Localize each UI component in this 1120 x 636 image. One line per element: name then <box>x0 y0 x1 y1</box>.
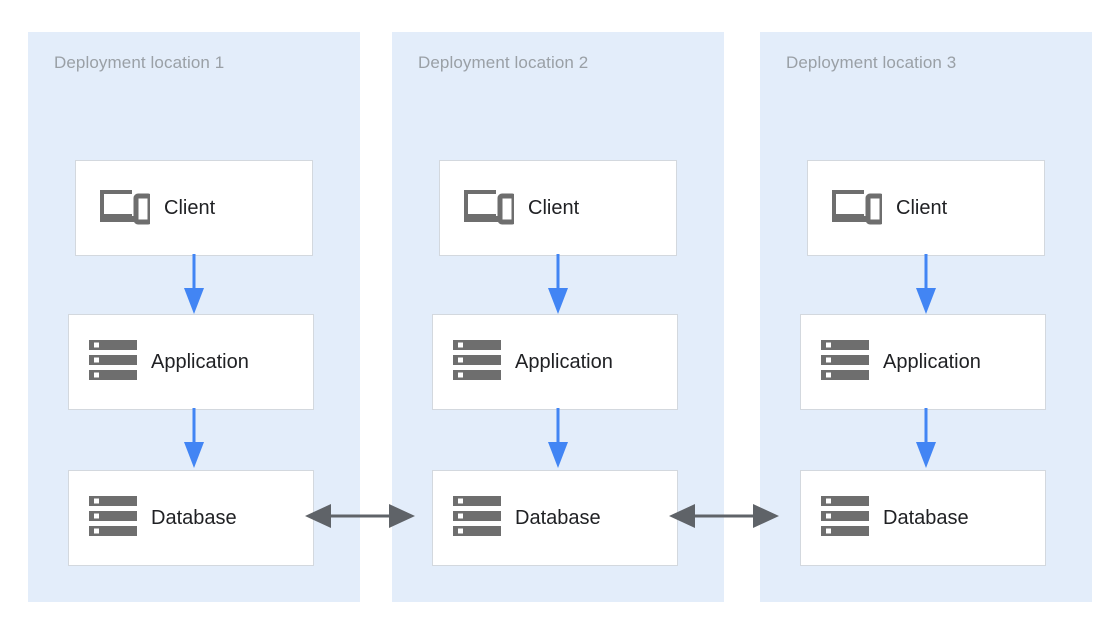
node-application-1[interactable]: Application <box>68 314 314 410</box>
node-label: Client <box>164 196 216 219</box>
arrow-database-replication-2-3 <box>669 498 779 534</box>
node-label: Database <box>515 506 601 529</box>
server-rack-icon <box>821 495 869 542</box>
node-database-2[interactable]: Database <box>432 470 678 566</box>
devices-icon <box>462 186 517 231</box>
server-rack-icon <box>821 339 869 386</box>
arrow-application-to-database-2 <box>543 408 573 468</box>
node-client-1[interactable]: Client <box>75 160 313 256</box>
node-label: Application <box>883 350 981 373</box>
node-label: Client <box>528 196 580 219</box>
panel-title-3: Deployment location 3 <box>786 53 957 72</box>
node-label: Application <box>515 350 613 373</box>
server-rack-icon <box>89 495 137 542</box>
devices-icon <box>830 186 885 231</box>
arrow-client-to-application-1 <box>179 254 209 314</box>
node-application-2[interactable]: Application <box>432 314 678 410</box>
node-label: Client <box>896 196 948 219</box>
node-database-1[interactable]: Database <box>68 470 314 566</box>
deployment-location-panel-3: Deployment location 3 Client <box>760 32 1092 602</box>
arrow-client-to-application-2 <box>543 254 573 314</box>
node-application-3[interactable]: Application <box>800 314 1046 410</box>
node-label: Database <box>883 506 969 529</box>
node-label: Database <box>151 506 237 529</box>
arrow-application-to-database-1 <box>179 408 209 468</box>
arrow-database-replication-1-2 <box>305 498 415 534</box>
arrow-client-to-application-3 <box>911 254 941 314</box>
server-rack-icon <box>453 339 501 386</box>
node-database-3[interactable]: Database <box>800 470 1046 566</box>
server-rack-icon <box>89 339 137 386</box>
node-client-2[interactable]: Client <box>439 160 677 256</box>
arrow-application-to-database-3 <box>911 408 941 468</box>
deployment-location-panel-2: Deployment location 2 Client <box>392 32 724 602</box>
devices-icon <box>98 186 153 231</box>
panel-title-1: Deployment location 1 <box>54 53 225 72</box>
node-label: Application <box>151 350 249 373</box>
node-client-3[interactable]: Client <box>807 160 1045 256</box>
deployment-location-panel-1: Deployment location 1 Client <box>28 32 360 602</box>
panel-title-2: Deployment location 2 <box>418 53 589 72</box>
server-rack-icon <box>453 495 501 542</box>
